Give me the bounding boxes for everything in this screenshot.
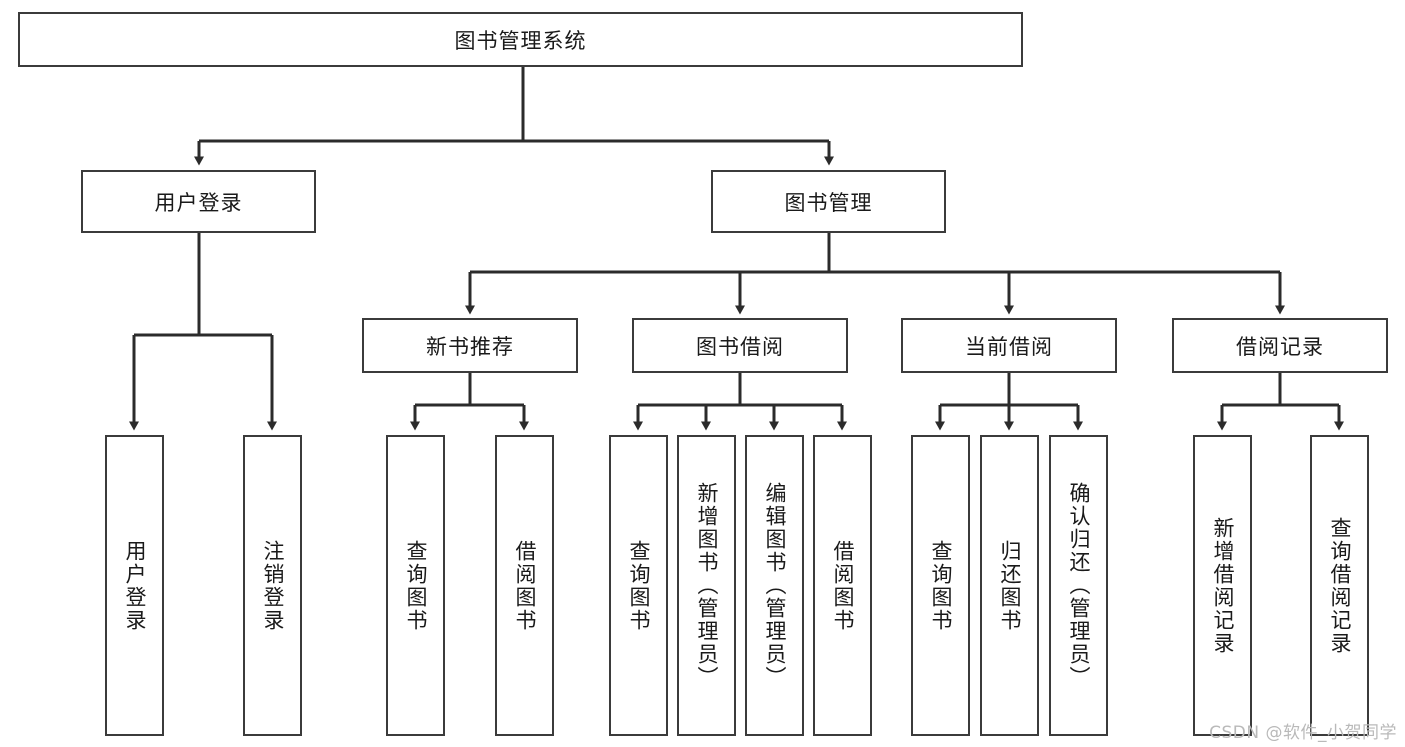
node-label: 查询借阅记录 bbox=[1328, 516, 1352, 655]
leaf-current-borrow-return-books[interactable]: 归还图书 bbox=[980, 435, 1039, 736]
node-label: 当前借阅 bbox=[965, 334, 1053, 359]
node-label: 借阅图书 bbox=[831, 539, 855, 632]
leaf-borrow-records-add-record[interactable]: 新增借阅记录 bbox=[1193, 435, 1252, 736]
leaf-book-borrow-borrow-books[interactable]: 借阅图书 bbox=[813, 435, 872, 736]
leaf-book-borrow-edit-book-admin[interactable]: 编辑图书（管理员） bbox=[745, 435, 804, 736]
node-label: 查询图书 bbox=[627, 539, 651, 632]
node-label: 借阅记录 bbox=[1236, 334, 1324, 359]
node-current-borrowing[interactable]: 当前借阅 bbox=[901, 318, 1117, 373]
node-label: 用户登录 bbox=[123, 539, 147, 632]
leaf-user-login-login[interactable]: 用户登录 bbox=[105, 435, 164, 736]
node-book-management[interactable]: 图书管理 bbox=[711, 170, 946, 233]
node-label: 图书管理 bbox=[784, 190, 873, 215]
node-label: 新增图书（管理员） bbox=[695, 482, 719, 689]
leaf-new-book-borrow-books[interactable]: 借阅图书 bbox=[495, 435, 554, 736]
node-borrowing-records[interactable]: 借阅记录 bbox=[1172, 318, 1388, 373]
node-label: 归还图书 bbox=[998, 539, 1022, 632]
node-book-borrowing[interactable]: 图书借阅 bbox=[632, 318, 848, 373]
node-label: 用户登录 bbox=[154, 190, 243, 215]
node-user-login[interactable]: 用户登录 bbox=[81, 170, 316, 233]
node-label: 确认归还（管理员） bbox=[1067, 482, 1091, 689]
node-label: 编辑图书（管理员） bbox=[763, 482, 787, 689]
node-label: 查询图书 bbox=[929, 539, 953, 632]
leaf-book-borrow-query-books[interactable]: 查询图书 bbox=[609, 435, 668, 736]
leaf-book-borrow-add-book-admin[interactable]: 新增图书（管理员） bbox=[677, 435, 736, 736]
leaf-current-borrow-confirm-return-admin[interactable]: 确认归还（管理员） bbox=[1049, 435, 1108, 736]
node-new-book-recommendation[interactable]: 新书推荐 bbox=[362, 318, 578, 373]
watermark-text: CSDN @软件_小贺同学 bbox=[1209, 723, 1397, 743]
node-label: 新增借阅记录 bbox=[1211, 516, 1235, 655]
node-label: 借阅图书 bbox=[513, 539, 537, 632]
node-label: 新书推荐 bbox=[426, 334, 514, 359]
leaf-user-login-logout[interactable]: 注销登录 bbox=[243, 435, 302, 736]
leaf-borrow-records-query-record[interactable]: 查询借阅记录 bbox=[1310, 435, 1369, 736]
node-root-book-management-system[interactable]: 图书管理系统 bbox=[18, 12, 1023, 67]
node-label: 注销登录 bbox=[261, 539, 285, 632]
node-label: 图书借阅 bbox=[696, 334, 784, 359]
leaf-current-borrow-query-books[interactable]: 查询图书 bbox=[911, 435, 970, 736]
node-label: 查询图书 bbox=[404, 539, 428, 632]
node-label: 图书管理系统 bbox=[454, 28, 587, 53]
leaf-new-book-query-books[interactable]: 查询图书 bbox=[386, 435, 445, 736]
